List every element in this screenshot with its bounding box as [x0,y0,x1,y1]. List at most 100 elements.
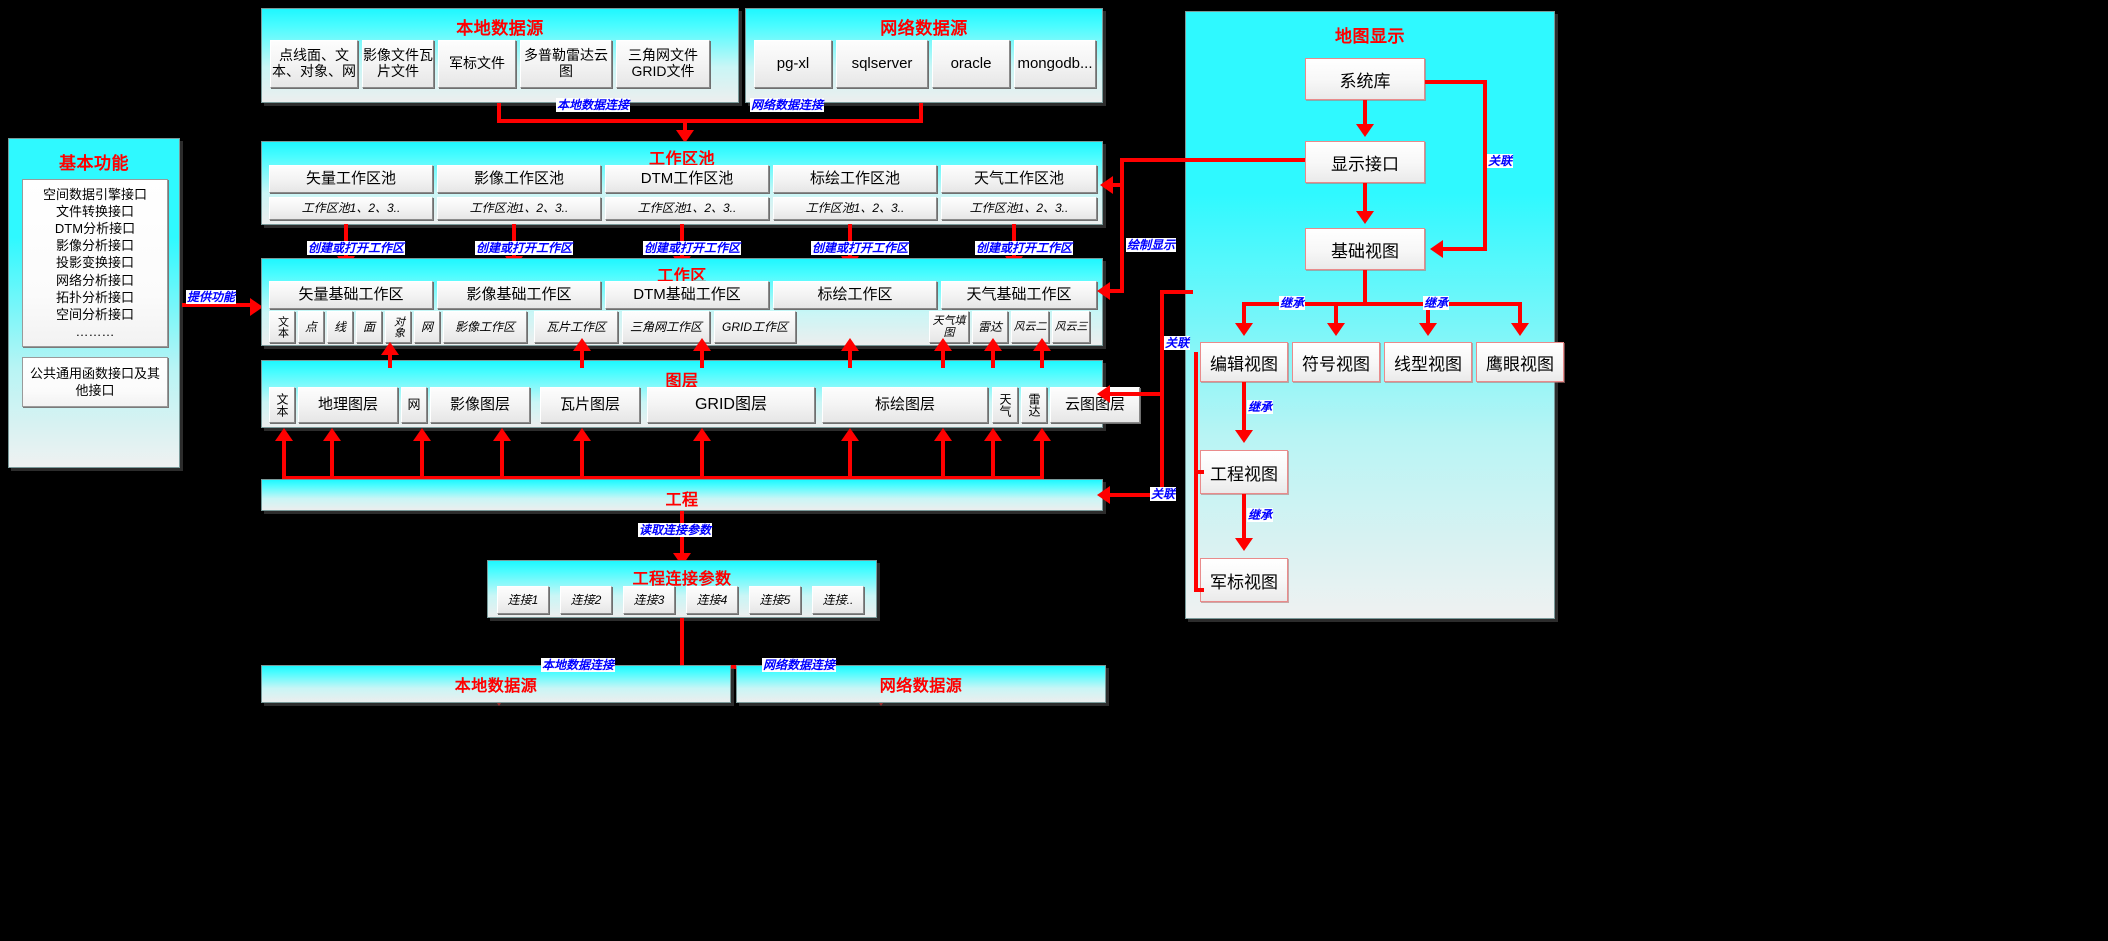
chip-ws-col-1[interactable]: 影像基础工作区 [437,281,601,309]
box-edit-view[interactable]: 编辑视图 [1200,342,1288,382]
arrow-inherit-0 [1235,323,1253,336]
arrow-display-to-baseview [1356,211,1374,224]
panel-title-local-data-source-top: 本地数据源 [456,19,544,38]
chip-net-source-2[interactable]: oracle [932,40,1010,88]
chip-layer-6[interactable]: 标绘图层 [822,387,988,423]
chip-ws-col-4[interactable]: 天气基础工作区 [941,281,1097,309]
arrow-project-up-9 [1033,428,1051,441]
panel-project-connection-params: 工程连接参数 连接1 连接2 连接3 连接4 连接5 连接.. [487,560,877,618]
basic-functions-footer-label: 公共通用函数接口及其他接口 [29,365,160,398]
chip-layer-8[interactable]: 雷达 [1021,387,1047,423]
chip-pool-sub-3[interactable]: 工作区池1、2、3.. [773,197,937,220]
chip-net-source-1[interactable]: sqlserver [836,40,928,88]
chip-layer-0[interactable]: 文本 [269,387,295,423]
chip-ws-sub-4[interactable]: 对象 [385,311,411,343]
chip-pool-sub-1[interactable]: 工作区池1、2、3.. [437,197,601,220]
chip-ws-sub-8[interactable]: 三角网工作区 [622,311,710,343]
connector-project-up-7 [941,438,945,480]
connector-draw-display-v [1120,158,1124,186]
chip-connection-0[interactable]: 连接1 [497,586,549,614]
chip-connection-2[interactable]: 连接3 [623,586,675,614]
chip-ws-col-0[interactable]: 矢量基础工作区 [269,281,433,309]
connector-syslib-to-display [1363,100,1367,128]
connector-project-up-0 [282,438,286,480]
box-display-interface[interactable]: 显示接口 [1305,141,1425,183]
chip-ws-sub-13[interactable]: 风云三 [1052,311,1090,343]
chip-pool-col-3[interactable]: 标绘工作区池 [773,165,937,193]
arrow-layer-up-6 [1033,338,1051,351]
chip-pool-col-4[interactable]: 天气工作区池 [941,165,1097,193]
chip-layer-7[interactable]: 天气 [992,387,1018,423]
chip-ws-sub-0[interactable]: 文本 [269,311,295,343]
chip-ws-sub-10[interactable]: 天气填图 [929,311,969,343]
connector-provide-functions [182,303,254,307]
chip-net-source-0[interactable]: pg-xl [754,40,832,88]
chip-ws-sub-6[interactable]: 影像工作区 [443,311,527,343]
box-base-view[interactable]: 基础视图 [1305,228,1425,270]
panel-project: 工程 [261,479,1103,511]
chip-ws-sub-3[interactable]: 面 [356,311,382,343]
box-linetype-view[interactable]: 线型视图 [1384,342,1472,382]
chip-connection-3[interactable]: 连接4 [686,586,738,614]
connector-spine-to-projectview [1194,470,1204,474]
box-system-library[interactable]: 系统库 [1305,58,1425,100]
arrow-layer-up-5 [984,338,1002,351]
connector-layer-up-6 [1040,348,1044,368]
chip-pool-sub-0[interactable]: 工作区池1、2、3.. [269,197,433,220]
interface-item-4: 投影变换接口 [55,255,134,271]
chip-connection-4[interactable]: 连接5 [749,586,801,614]
arrow-editview-to-projectview [1235,430,1253,443]
chip-ws-sub-12[interactable]: 风云二 [1011,311,1049,343]
connector-relate-top [1425,80,1487,84]
chip-ws-sub-11[interactable]: 雷达 [972,311,1008,343]
connector-projectview-to-militaryview [1242,494,1246,542]
chip-layer-1[interactable]: 地理图层 [298,387,398,423]
connector-pool-feed [683,119,687,135]
box-military-view[interactable]: 军标视图 [1200,558,1288,602]
chip-pool-sub-2[interactable]: 工作区池1、2、3.. [605,197,769,220]
panel-title-basic-functions: 基本功能 [59,154,129,173]
connector-display-to-baseview [1363,183,1367,215]
panel-workspace-pool: 工作区池 矢量工作区池 影像工作区池 DTM工作区池 标绘工作区池 天气工作区池… [261,141,1103,225]
chip-local-source-2[interactable]: 军标文件 [438,40,516,88]
box-project-view[interactable]: 工程视图 [1200,450,1288,494]
chip-layer-2[interactable]: 网 [401,387,427,423]
edge-label-relate-layers: 关联 [1164,336,1191,350]
chip-layer-4[interactable]: 瓦片图层 [540,387,640,423]
chip-ws-sub-5[interactable]: 网 [414,311,440,343]
arrow-project-up-4 [573,428,591,441]
chip-local-source-4[interactable]: 三角网文件GRID文件 [616,40,710,88]
chip-ws-col-2[interactable]: DTM基础工作区 [605,281,769,309]
chip-net-source-3[interactable]: mongodb... [1014,40,1096,88]
arrow-layer-up-0 [381,342,399,355]
connector-layer-up-1 [580,348,584,368]
chip-ws-sub-9[interactable]: GRID工作区 [714,311,796,343]
chip-pool-col-2[interactable]: DTM工作区池 [605,165,769,193]
chip-layer-5[interactable]: GRID图层 [647,387,815,423]
connector-relate-to-layers [1108,392,1164,396]
interface-item-0: 空间数据引擎接口 [42,186,147,202]
panel-title-workspace-pool: 工作区池 [648,151,715,168]
chip-connection-5[interactable]: 连接.. [812,586,864,614]
arrow-draw-display-to-pool [1100,176,1113,194]
basic-functions-footer-box[interactable]: 公共通用函数接口及其他接口 [22,357,168,407]
chip-ws-col-3[interactable]: 标绘工作区 [773,281,937,309]
chip-pool-sub-4[interactable]: 工作区池1、2、3.. [941,197,1097,220]
edge-label-read-conn-params: 读取连接参数 [638,523,713,537]
chip-ws-sub-1[interactable]: 点 [298,311,324,343]
chip-pool-col-1[interactable]: 影像工作区池 [437,165,601,193]
chip-connection-1[interactable]: 连接2 [560,586,612,614]
box-eagleeye-view[interactable]: 鹰眼视图 [1476,342,1564,382]
edge-label-local-data-conn-top: 本地数据连接 [556,98,631,112]
chip-pool-col-0[interactable]: 矢量工作区池 [269,165,433,193]
chip-ws-sub-2[interactable]: 线 [327,311,353,343]
chip-local-source-3[interactable]: 多普勒雷达云图 [520,40,612,88]
connector-local-to-pool [497,119,687,123]
chip-local-source-0[interactable]: 点线面、文本、对象、网 [270,40,358,88]
arrow-layer-up-1 [573,338,591,351]
arrow-relate-to-baseview [1430,240,1443,258]
panel-title-project-connection-params: 工程连接参数 [632,571,732,588]
chip-local-source-1[interactable]: 影像文件瓦片文件 [362,40,434,88]
chip-layer-3[interactable]: 影像图层 [430,387,530,423]
box-symbol-view[interactable]: 符号视图 [1292,342,1380,382]
